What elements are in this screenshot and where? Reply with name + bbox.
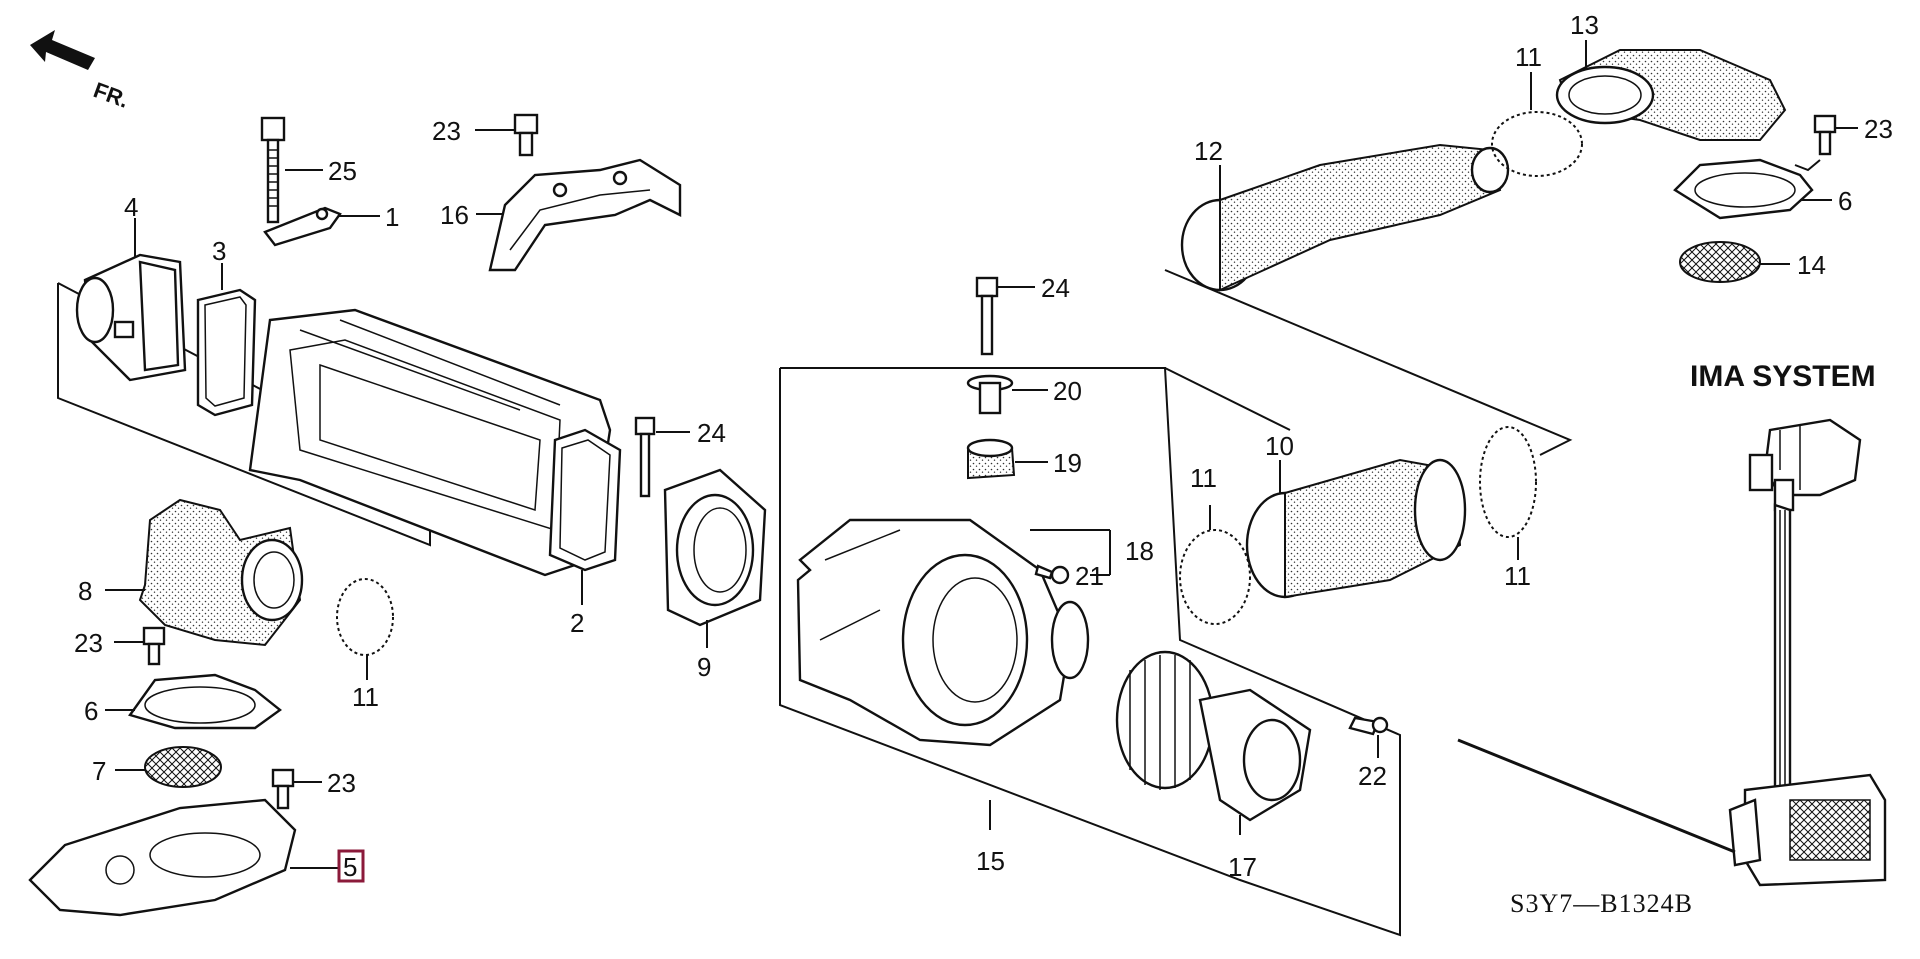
callout-21: 21 — [1075, 561, 1104, 591]
callout-7: 7 — [92, 756, 106, 786]
part-bolt-23-right[interactable] — [1813, 114, 1837, 156]
part-base-plate-5[interactable] — [28, 798, 297, 917]
callout-8: 8 — [78, 576, 92, 606]
callout-11-left: 11 — [352, 682, 379, 712]
callout-22: 22 — [1358, 761, 1387, 791]
callout-10: 10 — [1265, 431, 1294, 461]
part-clamp-ring-11-left[interactable] — [336, 578, 394, 656]
callout-11-right: 11 — [1504, 561, 1531, 591]
part-flange-6-left[interactable] — [128, 673, 282, 730]
part-bracket-16[interactable] — [488, 158, 682, 272]
part-inlet-duct-4[interactable] — [75, 253, 187, 382]
part-adapter-9[interactable] — [663, 468, 767, 627]
callout-15: 15 — [976, 846, 1005, 876]
part-grommet-19[interactable] — [966, 438, 1016, 480]
callout-23-lower: 23 — [327, 768, 356, 798]
part-elbow-duct-8[interactable] — [138, 498, 304, 647]
callout-20: 20 — [1053, 376, 1082, 406]
callout-14: 14 — [1797, 250, 1826, 280]
drawing-code: S3Y7—B1324B — [1510, 889, 1693, 918]
callout-24-left: 24 — [697, 418, 726, 448]
part-screw-21[interactable] — [1034, 564, 1070, 585]
part-intake-housing[interactable] — [248, 308, 612, 577]
callout-5[interactable]: 5 — [343, 852, 357, 882]
callout-17: 17 — [1228, 852, 1257, 882]
part-bracket-1[interactable] — [263, 206, 342, 247]
part-elbow-13[interactable] — [1555, 49, 1787, 141]
part-bolt-24-center[interactable] — [975, 276, 999, 356]
callout-2: 2 — [570, 608, 584, 638]
part-gasket-2[interactable] — [548, 428, 622, 572]
callout-11-center: 11 — [1190, 463, 1217, 493]
callout-24-center: 24 — [1041, 273, 1070, 303]
callout-23-left: 23 — [74, 628, 103, 658]
part-bolt-23-left[interactable] — [142, 626, 166, 666]
callout-13: 13 — [1570, 10, 1599, 40]
ima-battery-module[interactable] — [1728, 418, 1887, 887]
callout-6-left: 6 — [84, 696, 98, 726]
part-flange-6-right[interactable] — [1673, 158, 1814, 220]
callout-16: 16 — [440, 200, 469, 230]
part-bolt-23-top[interactable] — [513, 113, 539, 157]
callout-6-right: 6 — [1838, 186, 1852, 216]
part-clamp-ring-11-right[interactable] — [1479, 426, 1537, 538]
front-direction-label: FR. — [90, 77, 132, 113]
callout-23-right: 23 — [1864, 114, 1893, 144]
ima-leader-line — [1457, 738, 1736, 854]
part-duct-12[interactable] — [1180, 143, 1510, 292]
part-bolt-23-lower[interactable] — [271, 768, 295, 810]
part-screen-14[interactable] — [1679, 241, 1761, 283]
part-fan-housing-18[interactable] — [796, 518, 1090, 747]
callout-18: 18 — [1125, 536, 1154, 566]
callout-25: 25 — [328, 156, 357, 186]
part-duct-10[interactable] — [1245, 458, 1467, 599]
part-fan-motor-17[interactable] — [1115, 650, 1312, 822]
part-clamp-ring-11-center[interactable] — [1179, 529, 1251, 625]
callout-19: 19 — [1053, 448, 1082, 478]
callout-12: 12 — [1194, 136, 1223, 166]
front-direction-arrow-icon: FR. — [30, 30, 132, 113]
part-screen-7[interactable] — [144, 746, 222, 788]
part-collar-20[interactable] — [966, 374, 1014, 415]
callout-3: 3 — [212, 236, 226, 266]
part-bolt-24-left[interactable] — [634, 416, 656, 498]
callout-1: 1 — [385, 202, 399, 232]
callout-23-top: 23 — [432, 116, 461, 146]
callout-5-highlight — [337, 849, 365, 883]
part-clamp-ring-11-top[interactable] — [1491, 111, 1583, 177]
callout-11-top: 11 — [1515, 42, 1542, 72]
part-screw-22[interactable] — [1348, 716, 1389, 736]
part-gasket-3[interactable] — [196, 288, 257, 417]
ima-system-title: IMA SYSTEM — [1690, 360, 1876, 393]
part-bolt-25[interactable] — [260, 116, 286, 224]
callout-4: 4 — [124, 192, 138, 222]
callout-9: 9 — [697, 652, 711, 682]
